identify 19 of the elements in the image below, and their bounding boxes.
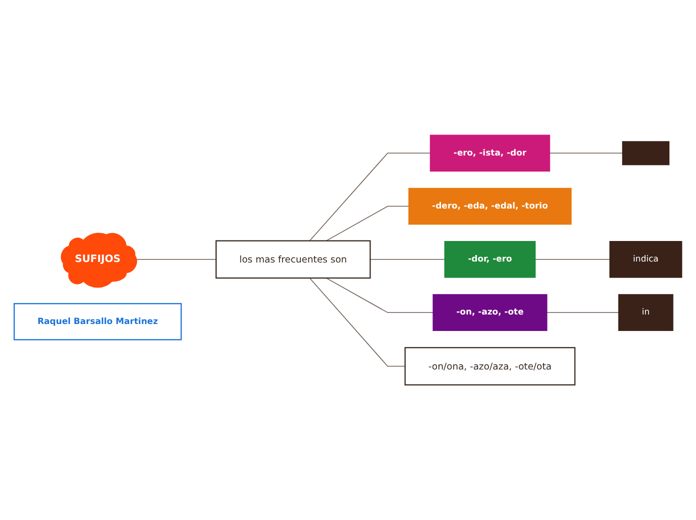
connector bbox=[309, 278, 406, 367]
node-box: indica bbox=[609, 241, 682, 278]
node-box: -on/ona, -azo/aza, -ote/ota bbox=[404, 347, 576, 386]
node-box: los mas frecuentes son bbox=[216, 240, 371, 279]
node-box: Raquel Barsallo Martinez bbox=[14, 303, 182, 340]
node-box: -dero, -eda, -edal, -torio bbox=[408, 188, 572, 225]
connector bbox=[549, 152, 623, 154]
node-box bbox=[622, 141, 670, 166]
connector bbox=[135, 259, 216, 260]
node-box: -on, -azo, -ote bbox=[432, 294, 548, 331]
connector bbox=[326, 278, 434, 313]
node-box: -dor, -ero bbox=[444, 241, 536, 278]
node-box: -ero, -ista, -dor bbox=[430, 134, 550, 172]
connector bbox=[534, 259, 610, 260]
connector bbox=[309, 152, 431, 242]
connector bbox=[326, 206, 410, 242]
connector bbox=[370, 259, 446, 260]
connector bbox=[546, 312, 620, 313]
node-box: in bbox=[618, 294, 674, 331]
